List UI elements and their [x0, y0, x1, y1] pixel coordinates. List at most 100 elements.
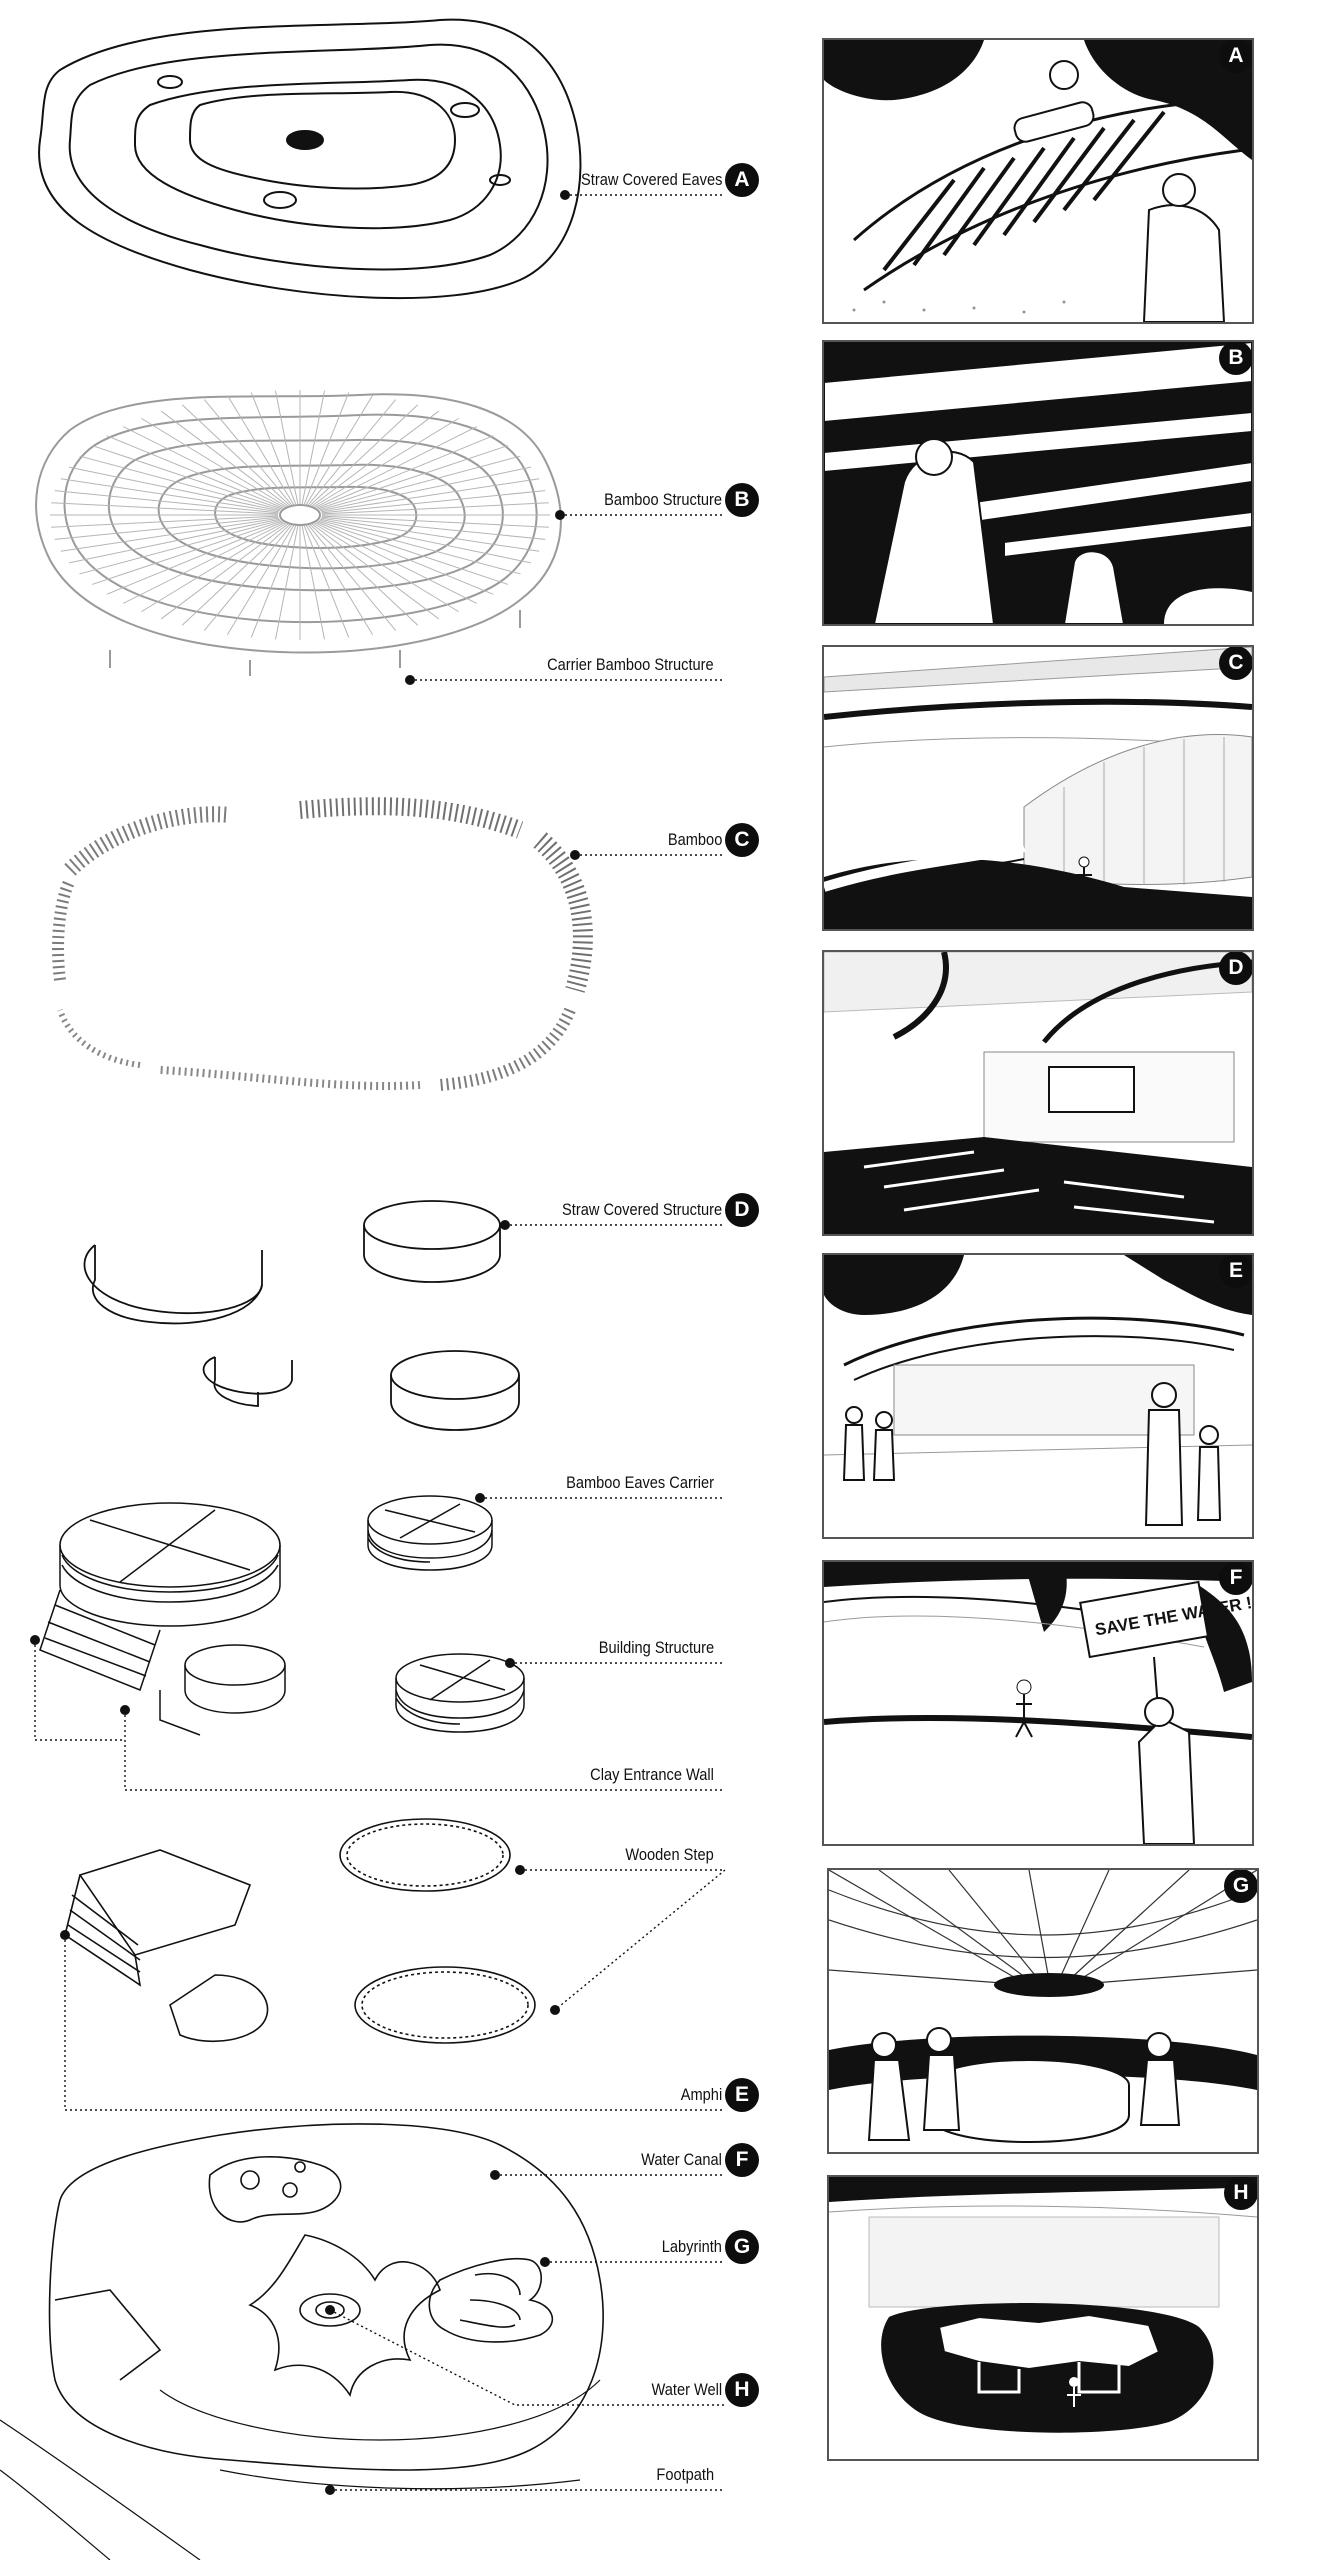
label-text: Bamboo Structure [604, 490, 722, 509]
panel-c-bamboo-walkway: C [822, 645, 1254, 931]
panel-b-bamboo-building: B [822, 340, 1254, 626]
bamboo-spoke [313, 523, 459, 613]
panel-badge: H [1224, 2177, 1257, 2210]
bamboo-spoke [91, 520, 282, 585]
badge: F [725, 2143, 759, 2177]
panel-badge: F [1219, 1562, 1252, 1595]
label-text: Building Structure [598, 1638, 714, 1657]
bamboo-spoke [91, 445, 282, 510]
bamboo-spoke [310, 524, 419, 626]
bamboo-spoke [203, 524, 292, 631]
bamboo-spoke [301, 390, 325, 505]
bamboo-spoke [321, 516, 546, 540]
bamboo-spoke [106, 521, 284, 595]
bamboo-spoke [316, 435, 494, 509]
bamboo-spoke [51, 515, 279, 528]
panel-b-illustration [824, 342, 1252, 624]
bamboo-spoke [141, 523, 287, 613]
bamboo-spoke [318, 445, 509, 510]
bamboo-spoke [68, 518, 280, 564]
bamboo-spoke [51, 502, 279, 515]
label-text: Wooden Step [625, 1845, 714, 1864]
leader-lines [34, 194, 726, 2491]
panel-a-roof-construction: A [822, 38, 1254, 324]
panel-g-labyrinth-roof: G [827, 1868, 1259, 2154]
bamboo-spoke [303, 392, 350, 505]
panel-c-illustration [824, 647, 1252, 929]
bamboo-spoke [320, 518, 532, 564]
panel-badge: D [1219, 952, 1252, 985]
panel-badge: C [1219, 647, 1252, 680]
bamboo-spoke [313, 417, 459, 507]
bamboo-fence-drawing [52, 797, 593, 1091]
label-text: Bamboo [667, 830, 722, 849]
bamboo-spoke [320, 517, 540, 552]
badge: B [725, 483, 759, 517]
bamboo-spoke [203, 399, 292, 506]
bamboo-spoke [320, 478, 540, 513]
bamboo-spoke [315, 522, 478, 604]
bamboo-spoke [181, 404, 290, 506]
bamboo-spoke [315, 426, 478, 508]
bamboo-spoke [106, 435, 284, 509]
straw-covered-eaves-drawing [38, 18, 582, 300]
bamboo-spoke [160, 523, 289, 620]
bamboo-spoke [160, 410, 289, 507]
panel-badge: E [1219, 1255, 1252, 1288]
building-structure-drawing [39, 1495, 525, 1736]
panel-f-water-canal: SAVE THE WATER ! F [822, 1560, 1254, 1846]
bamboo-spoke [303, 525, 350, 638]
bamboo-spoke [310, 404, 419, 506]
panel-h-illustration [829, 2177, 1257, 2433]
bamboo-spoke [60, 478, 280, 513]
leader-dots [30, 190, 580, 2495]
panel-h-water-well: H [827, 2175, 1259, 2461]
bamboo-spoke [68, 466, 280, 512]
bamboo-spoke [305, 395, 373, 505]
panel-badge: G [1224, 1870, 1257, 1903]
bamboo-spoke [122, 522, 285, 604]
bamboo-spoke [275, 390, 299, 505]
bamboo-spoke [250, 392, 297, 505]
badge: A [725, 163, 759, 197]
badge: E [725, 2078, 759, 2112]
bamboo-spoke [321, 515, 549, 528]
label-text: Carrier Bamboo Structure [547, 655, 714, 674]
bamboo-spoke [79, 455, 281, 511]
panel-badge: B [1219, 342, 1252, 375]
bamboo-spoke [305, 525, 373, 635]
label-text: Labyrinth [661, 2237, 722, 2256]
bamboo-spoke [311, 410, 440, 507]
bamboo-spoke [321, 490, 546, 514]
panel-d-illustration [824, 952, 1252, 1234]
bamboo-spoke [308, 399, 397, 506]
panel-d-classroom: D [822, 950, 1254, 1236]
bamboo-structure-drawing [35, 390, 562, 676]
straw-covered-structure-drawing [83, 1200, 520, 1431]
label-text: Footpath [656, 2465, 714, 2484]
bamboo-spoke [60, 517, 280, 552]
bamboo-spoke [181, 524, 290, 626]
panel-g-illustration [829, 1870, 1257, 2144]
badge: C [725, 823, 759, 857]
panel-e-pavilion-entrance: E [822, 1253, 1254, 1539]
bamboo-spoke [141, 417, 287, 507]
bamboo-spoke [321, 502, 549, 515]
bamboo-spoke [319, 455, 521, 511]
label-text: Straw Covered Structure [561, 1200, 722, 1219]
bamboo-spoke [79, 519, 281, 575]
panel-a-illustration [824, 40, 1252, 322]
bamboo-spoke [275, 525, 299, 640]
bamboo-spoke [122, 426, 285, 508]
bamboo-spoke [54, 516, 279, 540]
badge: D [725, 1193, 759, 1227]
label-text: Bamboo Eaves Carrier [566, 1473, 714, 1492]
bamboo-spoke [250, 525, 297, 638]
label-text: Clay Entrance Wall [590, 1765, 714, 1784]
bamboo-spoke [320, 466, 532, 512]
bamboo-spoke [301, 525, 325, 640]
bamboo-spoke [319, 519, 521, 575]
label-text: Water Canal [641, 2150, 722, 2169]
badge: H [725, 2373, 759, 2407]
site-plan-drawing [0, 2123, 604, 2560]
